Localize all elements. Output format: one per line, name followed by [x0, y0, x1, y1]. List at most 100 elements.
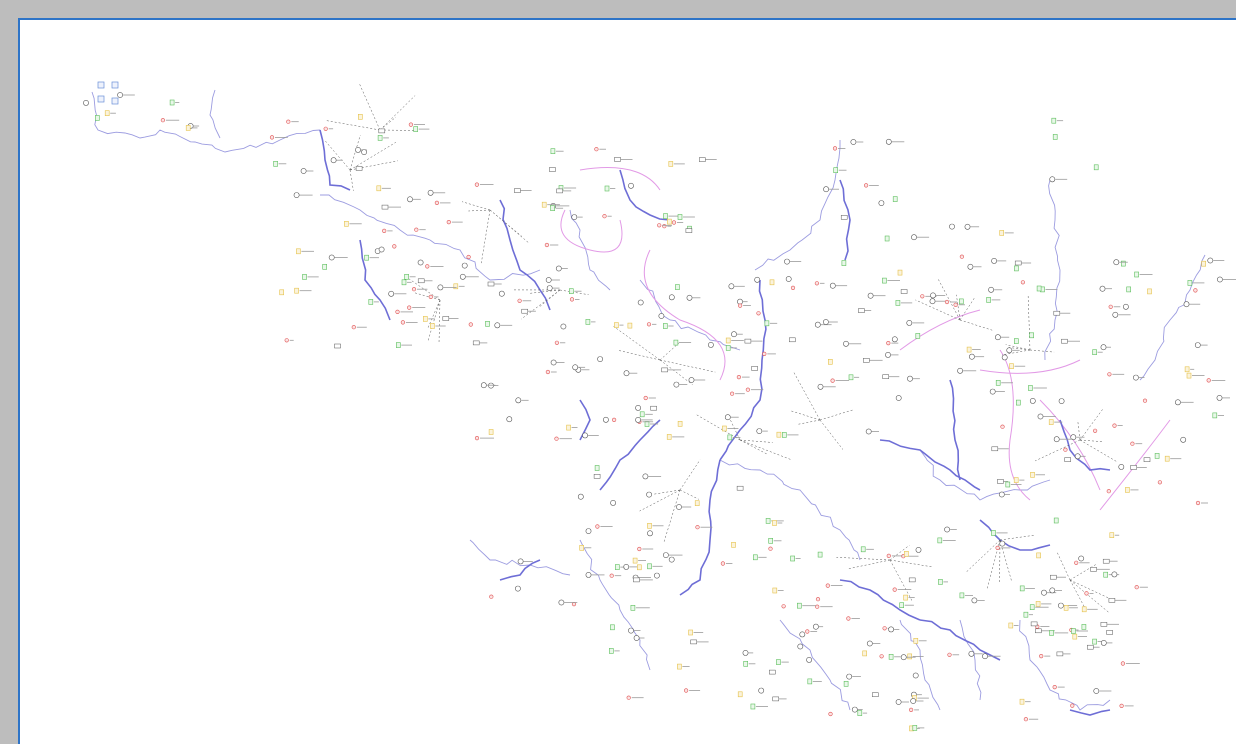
node-label-box	[381, 204, 389, 210]
node-marker-red	[286, 119, 291, 124]
node-box-yellow	[1013, 477, 1019, 483]
node-box-green	[1212, 412, 1218, 419]
node-box-blue	[97, 95, 105, 103]
dashed-link-11-3	[1069, 579, 1110, 614]
node-circle	[668, 556, 675, 563]
node-marker-red	[408, 122, 414, 127]
node-box-yellow	[862, 650, 868, 657]
node-label-box	[1090, 567, 1097, 572]
node-box-yellow	[725, 337, 731, 344]
node-circle	[300, 168, 307, 174]
node-circle	[480, 382, 487, 389]
node-box-green	[848, 374, 854, 381]
node-label-box	[487, 281, 495, 287]
node-box-yellow	[666, 434, 672, 440]
node-box-green	[639, 411, 645, 418]
node-box-yellow	[913, 637, 919, 644]
node-box-green	[677, 214, 683, 220]
node-circle	[658, 313, 665, 319]
node-circle	[900, 654, 907, 661]
network-diagram-svg[interactable]	[20, 20, 1236, 744]
node-circle	[1058, 398, 1065, 404]
node-box-green	[377, 135, 383, 141]
node-label-box	[685, 228, 693, 233]
dashed-link-12-3	[639, 489, 681, 512]
node-marker-red	[1112, 423, 1117, 428]
node-circle	[1053, 436, 1060, 443]
node-label-box	[840, 215, 848, 220]
node-box-green	[1187, 280, 1193, 286]
dashed-link-14-4	[966, 539, 1001, 572]
node-circle	[1194, 342, 1201, 348]
node-box-blue	[97, 81, 105, 89]
node-box-green	[1015, 399, 1021, 406]
route-primary-3	[619, 169, 671, 221]
node-circle	[911, 234, 917, 241]
node-circle	[754, 276, 761, 283]
dashed-link-7-3	[889, 559, 933, 568]
node-circle	[1216, 394, 1223, 401]
node-circle	[829, 282, 836, 289]
node-marker-red	[882, 626, 887, 631]
node-circle	[967, 263, 974, 270]
node-box-green	[768, 537, 774, 544]
node-marker-red	[545, 369, 551, 375]
dashed-link-11-2	[1069, 579, 1086, 609]
route-secondary-10	[579, 539, 651, 671]
dashed-link-6-0	[739, 439, 768, 455]
dashed-link-6-2	[739, 439, 773, 443]
node-box-yellow	[1081, 606, 1087, 613]
node-box-yellow	[688, 629, 693, 636]
node-marker-red	[920, 294, 925, 299]
node-marker-red	[428, 294, 433, 300]
node-circle	[731, 331, 737, 338]
dashed-link-2-1	[461, 201, 491, 211]
diagram-canvas[interactable]	[18, 18, 1236, 744]
node-box-green	[413, 126, 419, 132]
node-marker-red	[1063, 447, 1068, 452]
dashed-link-10-1	[1079, 439, 1103, 442]
node-circle	[1049, 587, 1056, 594]
node-box-green	[1051, 117, 1057, 124]
node-circle	[437, 284, 444, 291]
node-box-green	[1092, 349, 1097, 356]
node-circle	[427, 189, 434, 196]
node-marker-red	[646, 322, 652, 327]
node-circle	[494, 322, 501, 329]
node-marker-red	[160, 118, 165, 123]
node-label-box	[690, 639, 697, 645]
node-box-yellow	[296, 248, 301, 255]
node-label-box	[1064, 457, 1071, 462]
node-marker-red	[609, 573, 614, 578]
node-box-green	[614, 564, 620, 570]
dashed-link-12-0	[679, 489, 699, 500]
node-label-box	[1061, 338, 1068, 344]
node-circle	[846, 673, 853, 680]
node-marker-red	[474, 182, 480, 187]
node-box-yellow	[422, 316, 428, 322]
node-circle	[676, 504, 682, 510]
node-box-green	[776, 659, 781, 665]
node-box-yellow	[614, 322, 619, 328]
node-marker-red	[657, 223, 662, 228]
route-secondary-6	[1044, 179, 1061, 361]
node-marker-red	[995, 545, 1000, 551]
node-circle	[708, 341, 714, 348]
node-box-yellow	[1109, 532, 1115, 539]
dashed-link-11-1	[1069, 579, 1115, 602]
node-box-green	[888, 653, 894, 660]
node-label-box	[900, 289, 908, 294]
node-circle	[572, 364, 579, 371]
dashed-link-10-0	[1077, 420, 1081, 441]
route-secondary-16	[639, 279, 741, 351]
dashed-link-2-4	[489, 209, 522, 237]
node-marker-red	[947, 652, 952, 657]
node-box-green	[1092, 638, 1097, 645]
node-marker-red	[828, 711, 833, 717]
node-marker-red	[1092, 428, 1098, 433]
dashed-link-13-1	[790, 410, 821, 421]
route-primary-14	[499, 559, 541, 581]
node-box-green	[630, 604, 636, 611]
node-box-yellow	[430, 323, 435, 329]
node-circle	[633, 635, 640, 641]
